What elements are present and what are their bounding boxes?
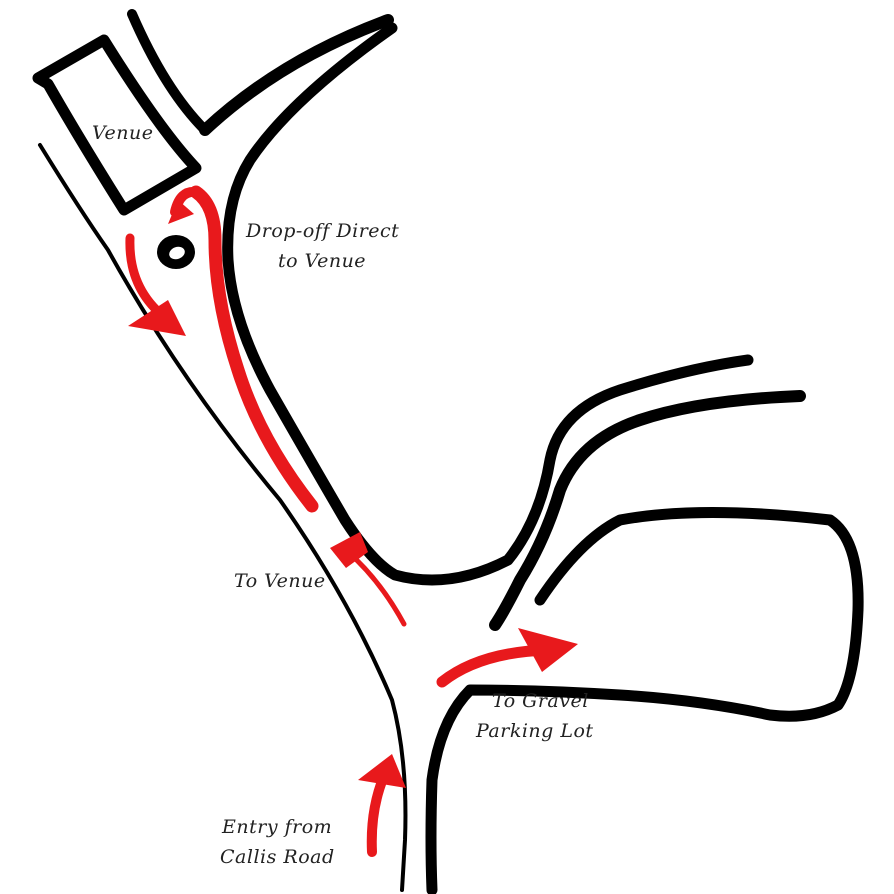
to-gravel-arrow — [436, 644, 554, 688]
to-venue-arrow-head — [330, 532, 368, 568]
road-edge-main-left — [38, 143, 408, 892]
to-gravel-arrow-head — [518, 628, 578, 672]
to-venue-label: To Venue — [234, 570, 326, 592]
entry-arrow — [366, 771, 389, 857]
dropoff-turn-head — [168, 200, 194, 224]
gravel-label-line1: To Gravel — [492, 690, 589, 712]
dropoff-label-line1: Drop-off Direct — [246, 220, 400, 242]
road-edge-upper-right — [489, 390, 806, 631]
circle-exit-arrow-head — [128, 300, 186, 336]
dropoff-label-line2: to Venue — [278, 250, 367, 272]
dropoff-circle-center — [169, 246, 185, 260]
entry-label-line1: Entry from — [222, 816, 333, 838]
road-edge-top — [199, 14, 394, 136]
routes — [125, 185, 578, 857]
venue-label: Venue — [92, 122, 154, 144]
entry-arrow-head — [358, 754, 406, 788]
dropoff-route-line — [189, 185, 319, 513]
roads — [32, 9, 864, 894]
road-edge-top-left — [127, 9, 210, 135]
parking-lot-loop — [425, 507, 864, 894]
gravel-label-line2: Parking Lot — [476, 720, 594, 742]
venue-building — [32, 34, 202, 216]
entry-label-line2: Callis Road — [220, 846, 335, 868]
